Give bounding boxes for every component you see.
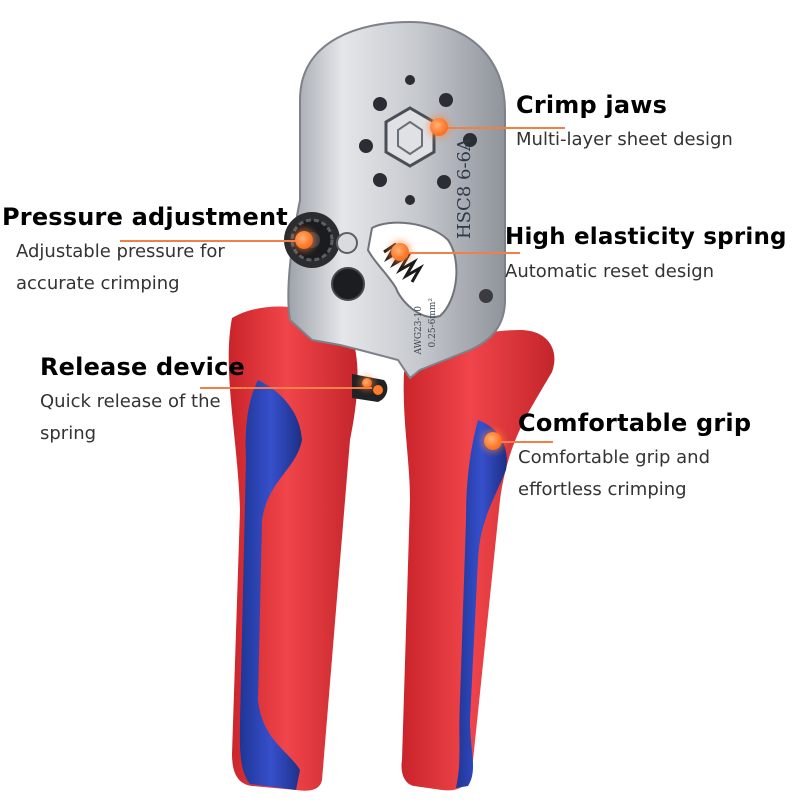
grip-marker	[484, 432, 502, 450]
feature-description: Automatic reset design	[505, 261, 715, 282]
crimp-jaws-leader	[445, 127, 565, 129]
pressure-adjustment-marker	[295, 231, 313, 249]
crimp-die	[359, 75, 477, 205]
grip-leader	[493, 441, 553, 443]
feature-description: Multi-layer sheet design	[516, 129, 733, 150]
left-handle-blue-inlay	[239, 380, 302, 790]
feature-comfortable-grip: Comfortable grip Comfortable grip and ef…	[518, 408, 758, 506]
feature-description: Comfortable grip and effortless crimping	[518, 447, 711, 500]
feature-title: Pressure adjustment	[2, 203, 288, 231]
feature-title: Comfortable grip	[518, 409, 752, 437]
feature-pressure-adjustment: Pressure adjustment Adjustable pressure …	[2, 202, 288, 300]
release-button	[331, 267, 365, 301]
range-stamp: 0.25-6mm²	[428, 298, 438, 348]
feature-title: Release device	[40, 353, 246, 381]
awg-stamp: AWG23-10	[414, 306, 424, 355]
model-stamp: HSC8 6-6A	[454, 138, 475, 239]
spring-leader	[400, 252, 520, 254]
feature-description: Quick release of the spring	[40, 391, 221, 444]
release-device-marker	[362, 378, 372, 388]
crimp-jaws-marker	[430, 118, 448, 136]
right-handle-blue-inlay	[456, 420, 507, 788]
feature-high-elasticity-spring: High elasticity spring Automatic reset d…	[505, 222, 790, 288]
spring-marker	[391, 243, 409, 261]
feature-title: High elasticity spring	[505, 224, 787, 250]
pivot-screw	[336, 232, 358, 254]
pressure-adjustment-leader	[120, 240, 308, 242]
release-device-leader	[200, 387, 372, 389]
hexagon-die	[384, 106, 436, 168]
feature-release-device: Release device Quick release of the spri…	[40, 352, 260, 450]
feature-title: Crimp jaws	[516, 91, 668, 119]
feature-crimp-jaws: Crimp jaws Multi-layer sheet design	[516, 90, 786, 156]
feature-description: Adjustable pressure for accurate crimpin…	[16, 241, 225, 294]
